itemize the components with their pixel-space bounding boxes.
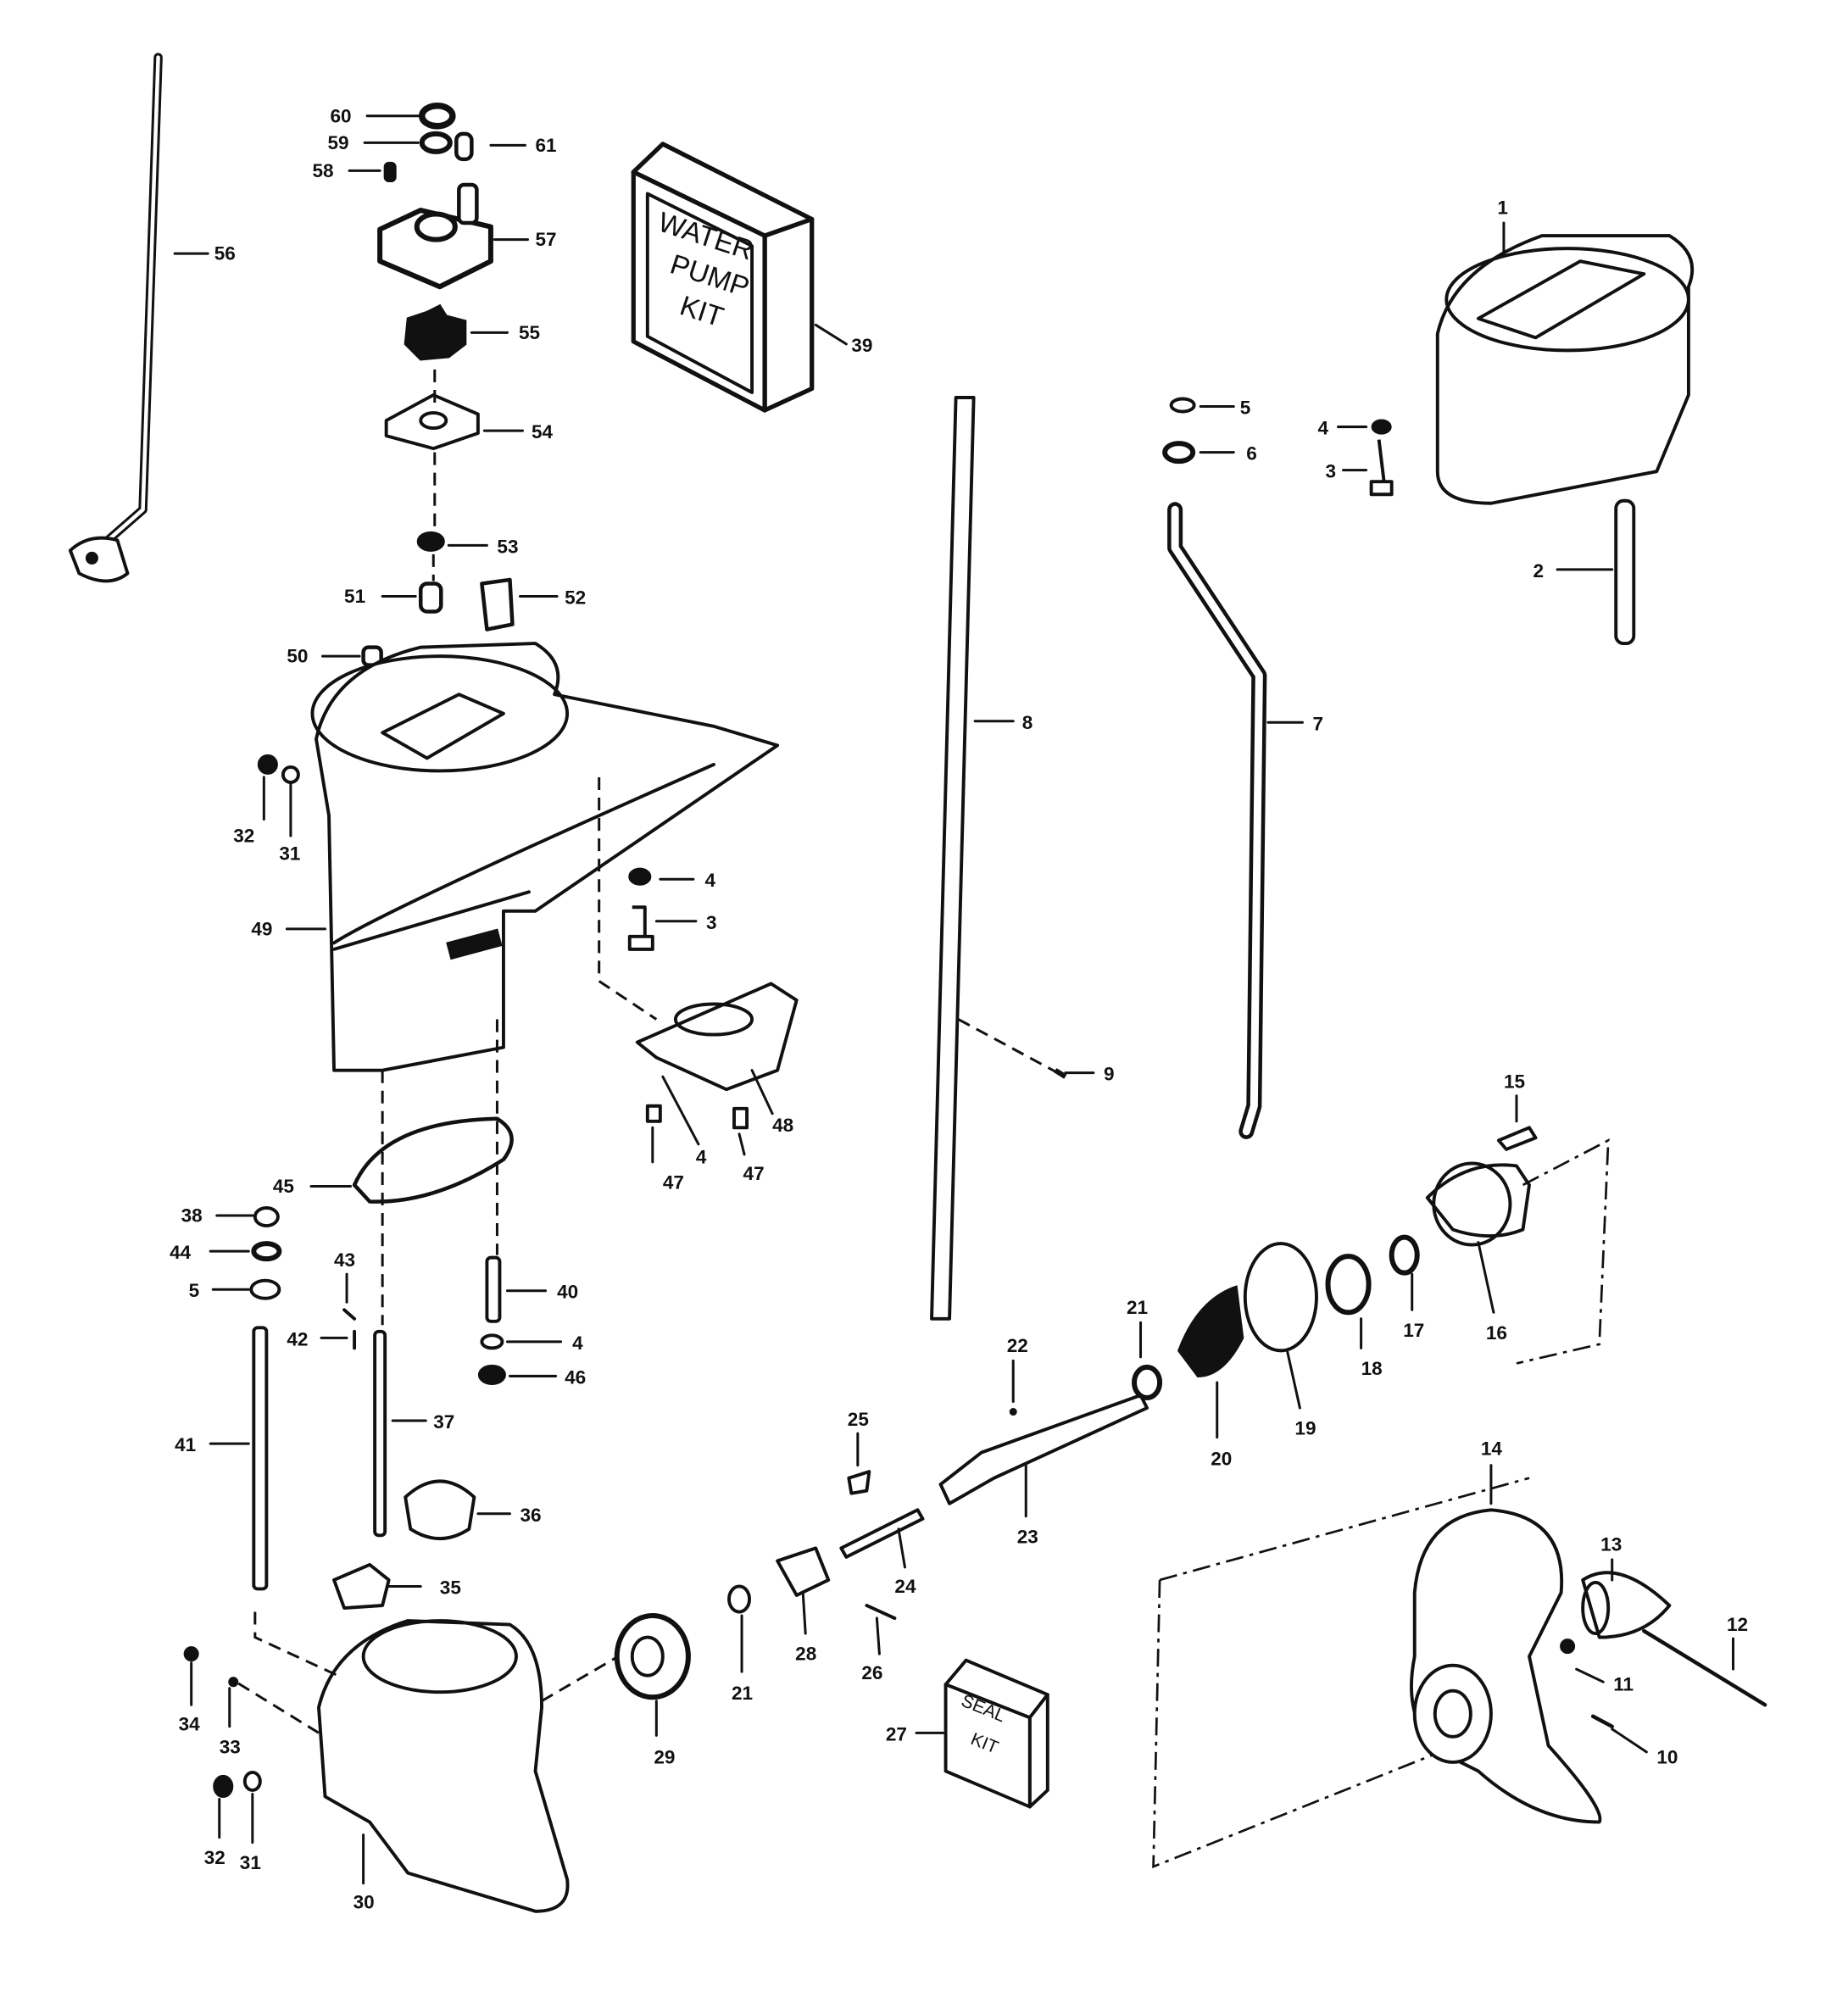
part-number-callout: 38 bbox=[181, 1205, 203, 1227]
leader-line bbox=[814, 323, 848, 346]
part-number-callout: 42 bbox=[287, 1328, 308, 1349]
part-number-callout: 16 bbox=[1486, 1322, 1507, 1344]
part-number-callout: 55 bbox=[519, 322, 540, 343]
part-number-callout: 30 bbox=[353, 1892, 375, 1913]
part-number-callout: 26 bbox=[861, 1662, 882, 1683]
part-number-callout: 23 bbox=[1017, 1526, 1038, 1547]
leader-line bbox=[661, 1075, 700, 1146]
part-number-callout: 5 bbox=[1240, 398, 1251, 419]
part-number-callout: 31 bbox=[240, 1852, 261, 1873]
part-number-callout: 54 bbox=[532, 421, 554, 442]
shift-rod-upper-part bbox=[1162, 397, 1267, 1139]
seal-kit-box: SEAL KIT bbox=[943, 1658, 1049, 1809]
part-number-callout: 9 bbox=[1104, 1064, 1115, 1085]
part-number-callout: 4 bbox=[1317, 418, 1328, 439]
part-number-callout: 2 bbox=[1534, 560, 1545, 581]
part-number-callout: 13 bbox=[1600, 1533, 1622, 1555]
gear-train-parts bbox=[614, 1126, 1610, 1700]
part-number-callout: 58 bbox=[312, 160, 333, 181]
part-number-callout: 4 bbox=[696, 1146, 707, 1167]
part-number-callout: 59 bbox=[328, 132, 349, 153]
part-number-callout: 53 bbox=[497, 536, 518, 557]
part-number-callout: 48 bbox=[772, 1115, 793, 1136]
leader-line bbox=[897, 1527, 906, 1569]
part-number-callout: 36 bbox=[520, 1505, 541, 1526]
part-number-callout: 12 bbox=[1727, 1614, 1748, 1635]
part-number-callout: 33 bbox=[220, 1736, 241, 1757]
water-pump-kit-box: WATER PUMP KIT bbox=[631, 142, 815, 413]
part-number-callout: 20 bbox=[1211, 1449, 1232, 1470]
part-number-callout: 27 bbox=[886, 1723, 907, 1744]
part-number-callout: 22 bbox=[1007, 1335, 1028, 1356]
part-number-callout: 43 bbox=[334, 1249, 355, 1271]
part-number-callout: 56 bbox=[214, 243, 236, 264]
part-number-callout: 6 bbox=[1246, 443, 1257, 465]
water-pump-parts bbox=[361, 103, 515, 667]
part-number-callout: 32 bbox=[204, 1847, 225, 1868]
part-number-callout: 35 bbox=[440, 1577, 461, 1598]
part-number-callout: 47 bbox=[663, 1171, 684, 1193]
part-number-callout: 3 bbox=[1326, 461, 1337, 482]
leader-line bbox=[875, 1616, 881, 1655]
shift-rod-part bbox=[68, 53, 163, 583]
driveshaft-housing-part bbox=[257, 642, 780, 1072]
part-number-callout: 4 bbox=[572, 1333, 583, 1354]
part-number-callout: 21 bbox=[1127, 1297, 1148, 1318]
part-number-callout: 18 bbox=[1361, 1358, 1383, 1379]
leader-line bbox=[738, 1132, 746, 1156]
part-number-callout: 60 bbox=[331, 105, 352, 126]
part-number-callout: 57 bbox=[536, 229, 557, 250]
part-number-callout: 39 bbox=[851, 335, 872, 356]
part-number-callout: 8 bbox=[1022, 712, 1033, 733]
leader-line bbox=[1611, 1728, 1648, 1754]
part-number-callout: 41 bbox=[175, 1434, 196, 1455]
leader-line bbox=[801, 1591, 807, 1635]
part-number-callout: 32 bbox=[233, 826, 254, 847]
part-number-callout: 34 bbox=[179, 1713, 201, 1734]
part-number-callout: 29 bbox=[654, 1746, 675, 1767]
part-number-callout: 49 bbox=[251, 918, 272, 939]
leader-line bbox=[1285, 1349, 1301, 1410]
part-number-callout: 44 bbox=[170, 1242, 192, 1263]
part-number-callout: 11 bbox=[1613, 1674, 1634, 1695]
part-number-callout: 19 bbox=[1294, 1418, 1316, 1439]
part-number-callout: 3 bbox=[706, 912, 717, 933]
part-number-callout: 46 bbox=[565, 1366, 586, 1388]
part-number-callout: 47 bbox=[743, 1163, 765, 1184]
part-number-callout: 50 bbox=[287, 646, 308, 667]
part-number-callout: 45 bbox=[273, 1176, 294, 1197]
part-number-callout: 51 bbox=[344, 586, 365, 607]
part-number-callout: 10 bbox=[1656, 1746, 1678, 1767]
part-number-callout: 4 bbox=[704, 870, 715, 891]
propeller-part bbox=[1152, 1477, 1767, 1869]
part-number-callout: 7 bbox=[1312, 713, 1323, 734]
driveshaft-part bbox=[930, 396, 1067, 1321]
part-number-callout: 15 bbox=[1504, 1071, 1525, 1093]
part-number-callout: 61 bbox=[536, 135, 557, 156]
housing-fasteners bbox=[249, 1019, 514, 1610]
exhaust-housing-part bbox=[1369, 234, 1695, 646]
part-number-callout: 17 bbox=[1403, 1320, 1424, 1341]
part-number-callout: 28 bbox=[795, 1644, 816, 1665]
part-number-callout: 5 bbox=[189, 1280, 200, 1301]
part-number-callout: 24 bbox=[894, 1576, 916, 1597]
leader-line bbox=[1477, 1241, 1495, 1314]
part-number-callout: 37 bbox=[433, 1411, 454, 1433]
part-number-callout: 31 bbox=[279, 843, 300, 865]
part-number-callout: 14 bbox=[1481, 1438, 1503, 1460]
gearcase-part bbox=[183, 1611, 619, 1913]
part-number-callout: 1 bbox=[1497, 198, 1508, 219]
part-number-callout: 40 bbox=[557, 1282, 578, 1303]
part-number-callout: 25 bbox=[848, 1409, 869, 1430]
leader-line bbox=[750, 1069, 774, 1116]
part-number-callout: 52 bbox=[565, 587, 586, 609]
leader-line bbox=[1575, 1667, 1605, 1683]
part-number-callout: 21 bbox=[732, 1683, 753, 1704]
